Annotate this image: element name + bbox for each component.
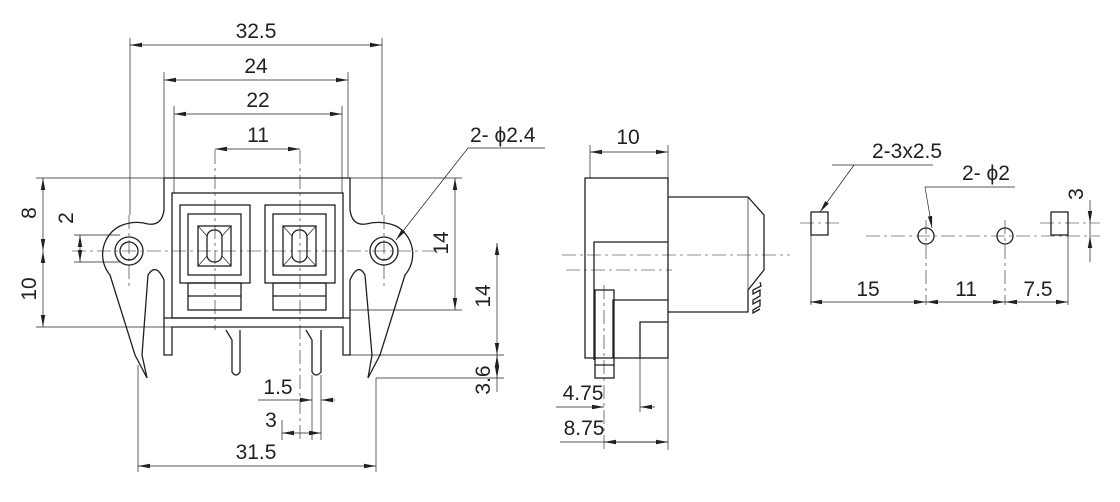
dim-depth: 10 — [616, 126, 639, 149]
slot-callout: 2-3x2.5 — [872, 140, 942, 163]
side-pin — [594, 289, 615, 379]
dim-footprint-11: 11 — [955, 278, 977, 301]
dim-pin-width: 1.5 — [263, 376, 292, 399]
pcb-footprint: 2-3x2.5 2- ϕ2 15 11 7.5 3 — [800, 140, 1100, 305]
slot-left — [810, 211, 829, 236]
slot-right — [1050, 211, 1069, 236]
dim-body-width: 24 — [244, 55, 268, 78]
side-body — [584, 177, 669, 359]
dim-footprint-3: 3 — [1065, 188, 1088, 200]
dim-terminal-pitch: 11 — [247, 124, 269, 147]
dim-hole-to-base: 10 — [18, 277, 41, 300]
dim-height-14-a: 14 — [430, 231, 453, 255]
dim-overall-width: 32.5 — [236, 20, 277, 43]
dim-leg-span: 31.5 — [236, 441, 277, 464]
front-body-outline — [101, 177, 414, 379]
dim-pin-spacing: 3 — [265, 409, 277, 432]
dim-pin-length: 3.6 — [472, 365, 495, 394]
front-view: 32.5 24 22 11 8 10 2 14 14 3.6 1.5 3 31.… — [18, 20, 545, 472]
dim-pin-offset-b: 8.75 — [564, 417, 605, 440]
dim-height-14-b: 14 — [472, 284, 495, 308]
dim-top-to-hole: 8 — [18, 207, 41, 219]
dim-offset-2: 2 — [55, 212, 78, 224]
dim-footprint-7-5: 7.5 — [1023, 278, 1052, 301]
dim-inner-width: 22 — [246, 89, 269, 112]
front-inner-frame — [171, 192, 344, 319]
footprint-hole-callout: 2- ϕ2 — [962, 162, 1010, 185]
side-view: 10 4.75 8.75 — [556, 126, 790, 450]
hole-callout: 2- ϕ2.4 — [470, 124, 536, 147]
dim-pin-offset-a: 4.75 — [563, 382, 604, 405]
dim-footprint-15: 15 — [856, 278, 879, 301]
